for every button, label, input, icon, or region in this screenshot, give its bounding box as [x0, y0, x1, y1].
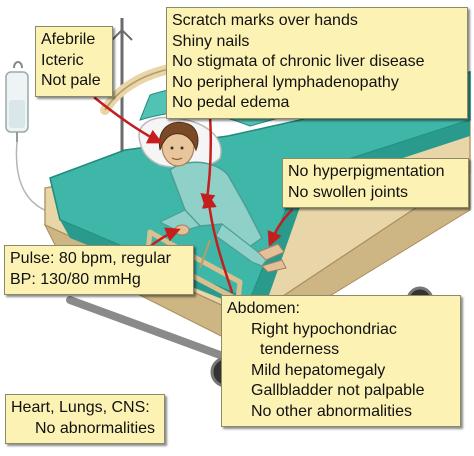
arrow-general-to-face: [93, 96, 163, 144]
systems-heading: Heart, Lungs, CNS:: [11, 399, 150, 416]
abdomen-finding-gallbladder: Gallbladder not palpable: [251, 382, 425, 399]
hands-finding-stigmata: No stigmata of chronic liver disease: [172, 53, 425, 70]
hands-finding-pedal-edema: No pedal edema: [172, 94, 290, 111]
general-finding-afebrile: Afebrile: [41, 31, 96, 48]
vitals-note: Pulse: 80 bpm, regular BP: 130/80 mmHg: [4, 245, 194, 295]
vitals-blood-pressure: BP: 130/80 mmHg: [10, 270, 141, 288]
skin-finding-hyperpigmentation: No hyperpigmentation: [288, 163, 445, 180]
abdomen-findings-note: Abdomen: Right hypochondriac tenderness …: [221, 295, 461, 427]
arrow-abdomen-to-belly: [201, 193, 234, 294]
hands-finding-lymphadenopathy: No peripheral lymphadenopathy: [172, 73, 399, 91]
systems-note: Heart, Lungs, CNS: No abnormalities: [5, 394, 165, 444]
systems-finding: No abnormalities: [35, 419, 156, 437]
general-findings-note: Afebrile Icteric Not pale: [35, 26, 113, 97]
general-finding-pallor: Not pale: [41, 72, 101, 89]
hands-findings-note: Scratch marks over hands Shiny nails No …: [166, 7, 468, 119]
abdomen-heading: Abdomen:: [227, 300, 300, 317]
hands-finding-scratch-marks: Scratch marks over hands: [172, 12, 358, 29]
hands-finding-shiny-nails: Shiny nails: [172, 32, 250, 50]
abdomen-finding-tenderness: Right hypochondriac: [251, 320, 397, 338]
abdomen-finding-other: No other abnormalities: [251, 402, 412, 420]
abdomen-finding-hepatomegaly: Mild hepatomegaly: [251, 361, 386, 379]
general-finding-icteric: Icteric: [41, 51, 84, 69]
skin-joints-note: No hyperpigmentation No swollen joints: [282, 158, 469, 208]
joint-finding-swelling: No swollen joints: [288, 183, 409, 201]
vitals-pulse: Pulse: 80 bpm, regular: [10, 250, 171, 267]
patient-hair: [158, 121, 199, 152]
arrow-skin-to-legs: [267, 208, 294, 247]
abdomen-finding-tenderness-cont: tenderness: [260, 341, 340, 358]
